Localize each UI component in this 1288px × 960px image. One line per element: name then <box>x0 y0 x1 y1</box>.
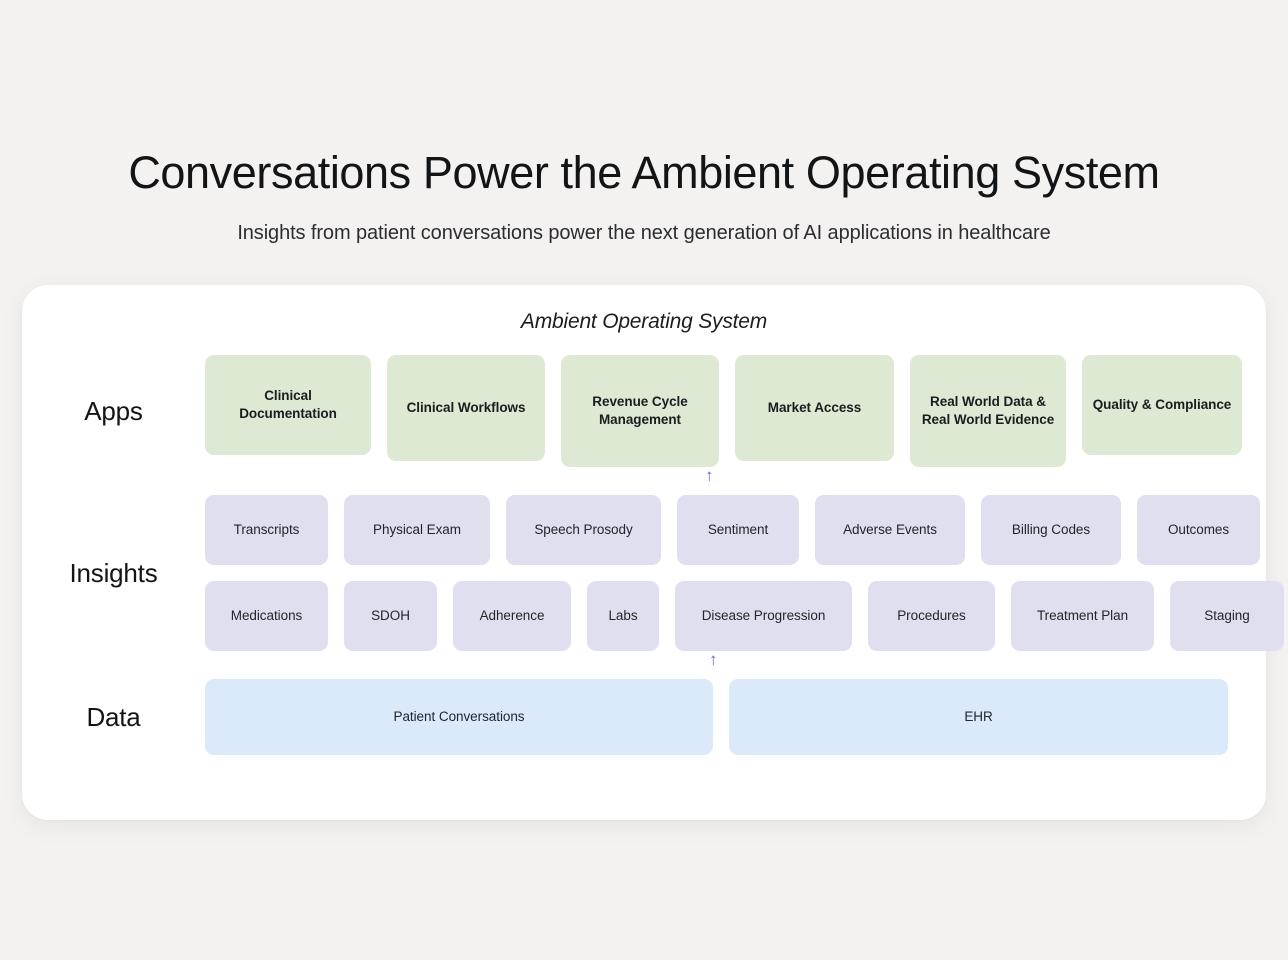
insight-node-procedures[interactable]: Procedures <box>868 581 995 651</box>
data-content: Patient Conversations EHR <box>205 679 1256 755</box>
insight-node-sdoh[interactable]: SDOH <box>344 581 437 651</box>
insight-node-disease-progression[interactable]: Disease Progression <box>675 581 852 651</box>
insight-node-sentiment[interactable]: Sentiment <box>677 495 799 565</box>
header: Conversations Power the Ambient Operatin… <box>0 147 1288 245</box>
insight-node-billing-codes[interactable]: Billing Codes <box>981 495 1121 565</box>
layer-row-insights: Insights Transcripts Physical Exam Speec… <box>22 495 1284 651</box>
apps-content: Clinical Documentation Clinical Workflow… <box>205 355 1256 467</box>
insight-node-treatment-plan[interactable]: Treatment Plan <box>1011 581 1154 651</box>
insights-box-row-1: Transcripts Physical Exam Speech Prosody… <box>205 495 1260 565</box>
insight-node-adverse-events[interactable]: Adverse Events <box>815 495 965 565</box>
card-heading: Ambient Operating System <box>520 310 768 333</box>
insight-node-outcomes[interactable]: Outcomes <box>1137 495 1260 565</box>
app-node-revenue-cycle-management[interactable]: Revenue Cycle Management <box>561 355 719 467</box>
page-subtitle: Insights from patient conversations powe… <box>237 222 1051 245</box>
insight-node-adherence[interactable]: Adherence <box>453 581 571 651</box>
layer-stack: Apps Clinical Documentation Clinical Wor… <box>22 355 1284 755</box>
arrow-up-icon: ↑ <box>709 650 718 669</box>
insight-node-medications[interactable]: Medications <box>205 581 328 651</box>
layer-row-apps: Apps Clinical Documentation Clinical Wor… <box>22 355 1256 467</box>
layer-row-data: Data Patient Conversations EHR <box>22 679 1256 755</box>
data-node-patient-conversations[interactable]: Patient Conversations <box>205 679 713 755</box>
layer-label-data: Data <box>86 701 141 732</box>
layer-label-insights: Insights <box>69 557 158 588</box>
app-node-clinical-workflows[interactable]: Clinical Workflows <box>387 355 545 461</box>
insights-content: Transcripts Physical Exam Speech Prosody… <box>205 495 1284 651</box>
insights-box-row-2: Medications SDOH Adherence Labs Disease … <box>205 581 1284 651</box>
ambient-os-card: Ambient Operating System Apps Clinical D… <box>22 285 1284 820</box>
layer-label-apps: Apps <box>84 395 143 426</box>
app-node-market-access[interactable]: Market Access <box>735 355 894 461</box>
insight-node-staging[interactable]: Staging <box>1170 581 1284 651</box>
connector-spacer-b <box>22 651 205 679</box>
connector-track-a: ↑ <box>205 467 1256 495</box>
insight-node-speech-prosody[interactable]: Speech Prosody <box>506 495 661 565</box>
insight-node-labs[interactable]: Labs <box>587 581 659 651</box>
app-node-quality-compliance[interactable]: Quality & Compliance <box>1082 355 1242 455</box>
connector-insights-to-apps: ↑ <box>22 467 1256 495</box>
apps-box-row: Clinical Documentation Clinical Workflow… <box>205 355 1242 467</box>
connector-track-b: ↑ <box>205 651 1256 679</box>
connector-spacer-a <box>22 467 205 495</box>
page-title: Conversations Power the Ambient Operatin… <box>128 147 1160 198</box>
connector-data-to-insights: ↑ <box>22 651 1256 679</box>
insight-node-transcripts[interactable]: Transcripts <box>205 495 328 565</box>
app-node-clinical-documentation[interactable]: Clinical Documentation <box>205 355 371 455</box>
data-node-ehr[interactable]: EHR <box>729 679 1228 755</box>
insight-node-physical-exam[interactable]: Physical Exam <box>344 495 490 565</box>
arrow-up-icon: ↑ <box>705 466 714 485</box>
app-node-real-world-data-evidence[interactable]: Real World Data & Real World Evidence <box>910 355 1066 467</box>
data-box-row: Patient Conversations EHR <box>205 679 1228 755</box>
